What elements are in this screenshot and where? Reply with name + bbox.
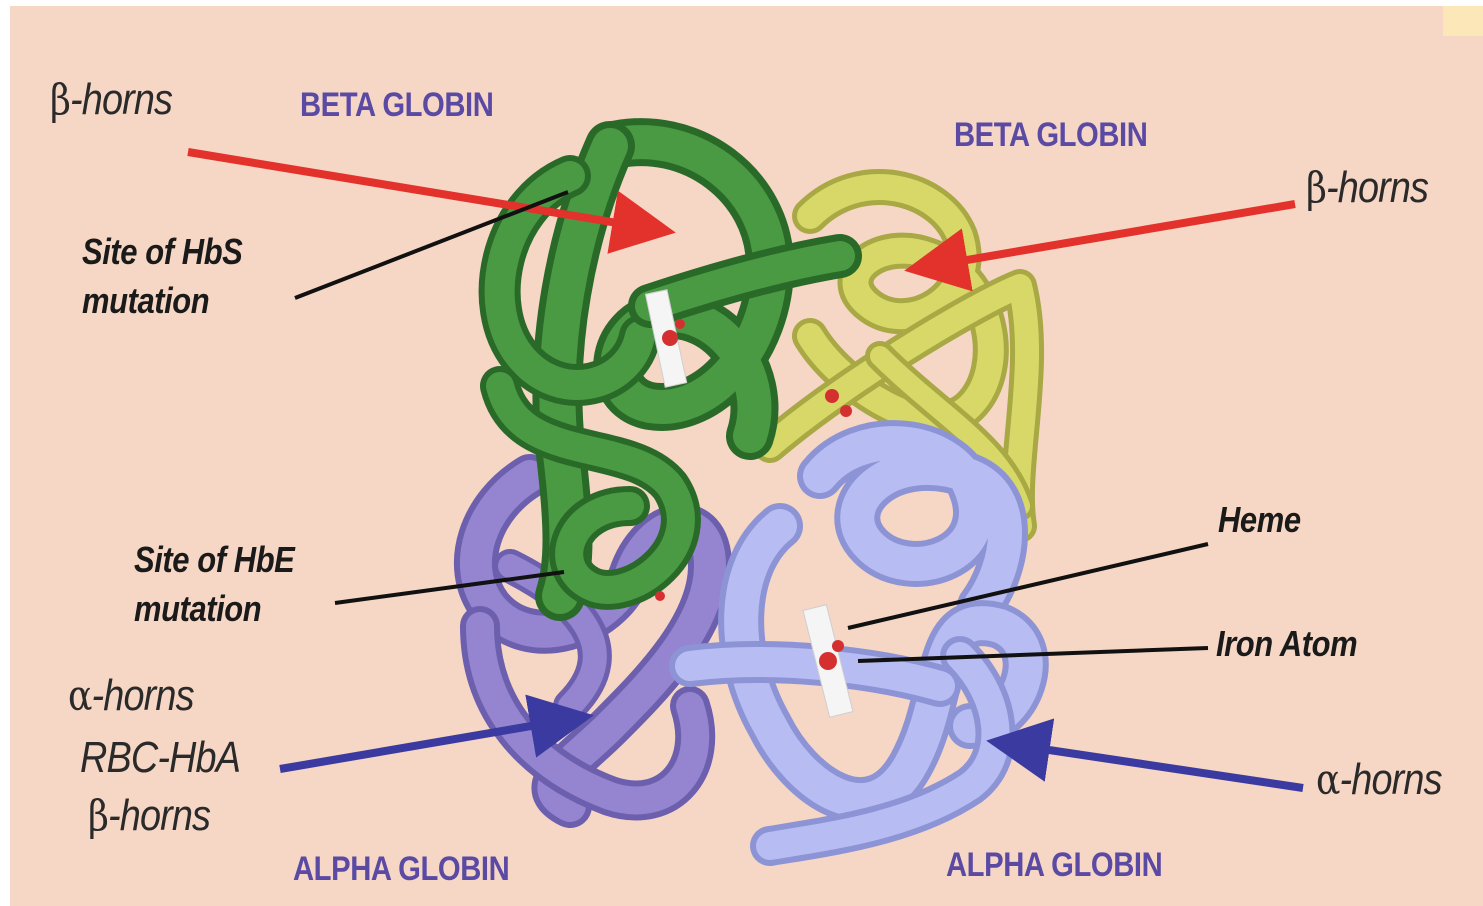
alpha-horns-left-label: α-horns <box>68 674 194 718</box>
alpha-symbol: α <box>1316 755 1340 804</box>
beta-globin-left-label: BETA GLOBIN <box>300 88 493 122</box>
beta-globin-right-label: BETA GLOBIN <box>954 118 1147 152</box>
alpha-horns-right-label: α-horns <box>1316 758 1442 802</box>
horns-text: -horns <box>108 791 210 840</box>
alpha-globin-right-label: ALPHA GLOBIN <box>946 848 1162 882</box>
beta-symbol: β <box>50 75 70 124</box>
site-hbs-line2: mutation <box>82 277 242 326</box>
beta-horns-left-label: β-horns <box>50 78 172 122</box>
horns-text: -horns <box>92 671 194 720</box>
beta-symbol: β <box>88 791 108 840</box>
beta-symbol: β <box>1306 163 1326 212</box>
site-hbs-line1: Site of HbS <box>82 228 242 277</box>
horns-text: -horns <box>1326 163 1428 212</box>
site-hbe-line1: Site of HbE <box>134 536 294 585</box>
site-hbe-label: Site of HbE mutation <box>134 536 294 633</box>
alpha-globin-lightblue-chain <box>690 443 1026 846</box>
iron-atom-label: Iron Atom <box>1216 620 1357 669</box>
horns-text: -horns <box>1340 755 1442 804</box>
rbc-hba-label: RBC-HbA <box>80 736 240 780</box>
site-hbs-label: Site of HbS mutation <box>82 228 242 325</box>
alpha-globin-left-label: ALPHA GLOBIN <box>293 852 509 886</box>
site-hbe-line2: mutation <box>134 585 294 634</box>
beta-horns-right-label: β-horns <box>1306 166 1428 210</box>
heme-label: Heme <box>1218 496 1301 545</box>
horns-text: -horns <box>70 75 172 124</box>
beta-horns-bottom-label: β-horns <box>88 794 210 838</box>
hemoglobin-figure: BETA GLOBIN BETA GLOBIN ALPHA GLOBIN ALP… <box>10 6 1483 906</box>
alpha-symbol: α <box>68 671 92 720</box>
alpha-horns-right-arrow <box>1002 743 1303 788</box>
